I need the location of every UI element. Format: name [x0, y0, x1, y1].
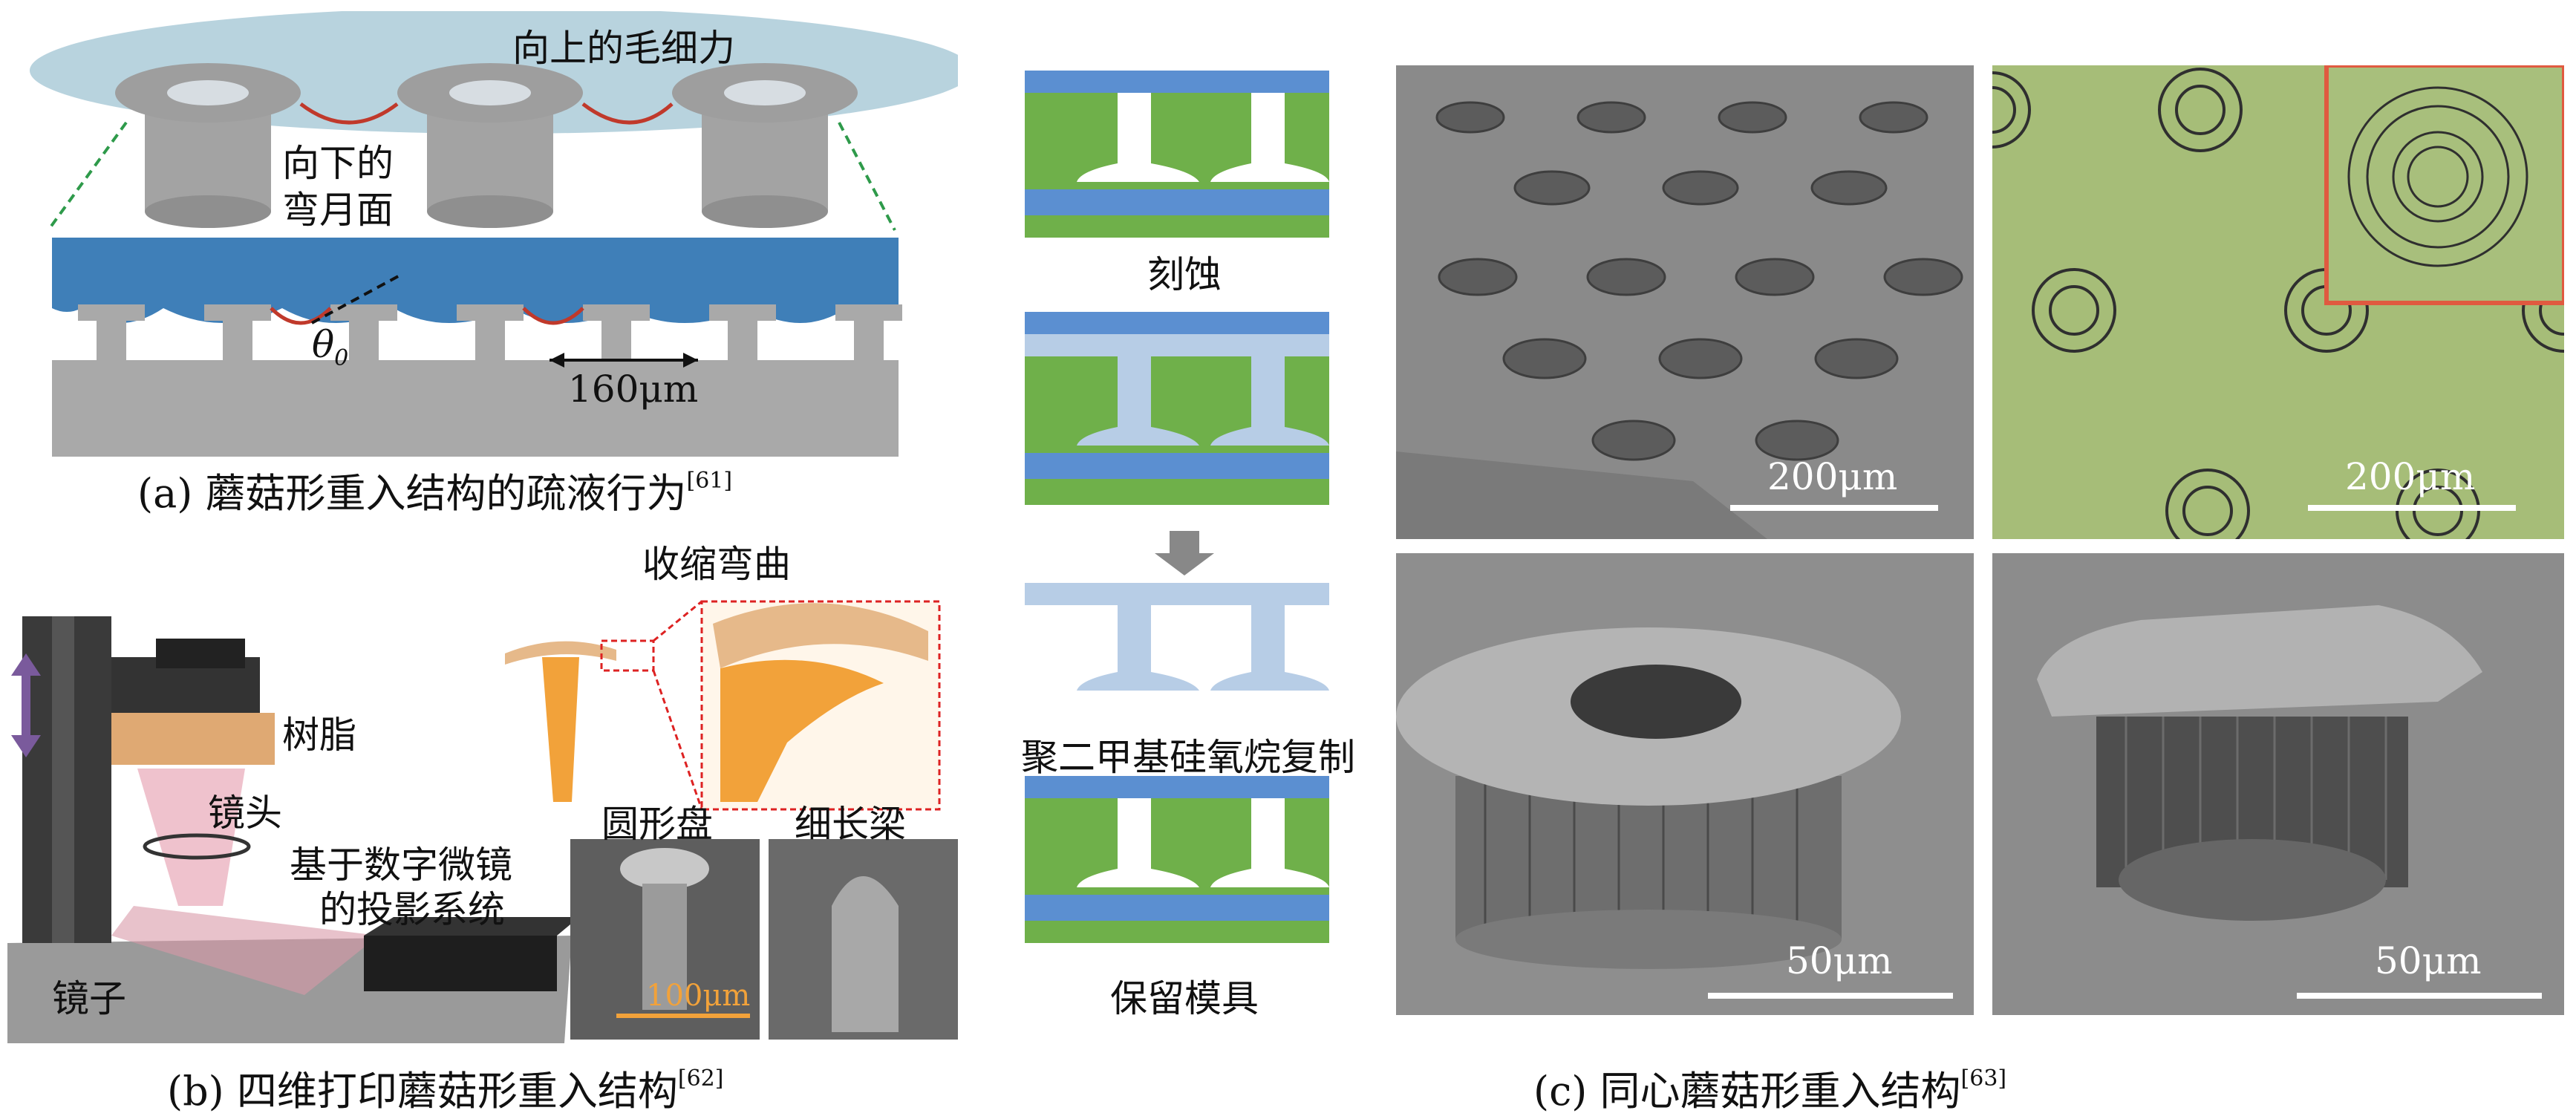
panel-c-process: 刻蚀 聚二甲基硅氧烷复制 保留模具 — [1021, 63, 1385, 1028]
pillar-3d-3 — [672, 63, 858, 228]
panel-a: 向上的毛细力 向下的 弯月面 θ0 160μm — [15, 11, 958, 457]
label-meniscus-1: 向下的 — [282, 134, 394, 187]
pillar-3d-1 — [115, 63, 301, 228]
process-diagram — [1021, 63, 1385, 1028]
step-etch: 刻蚀 — [1147, 245, 1222, 298]
caption-c: (c) 同心蘑菇形重入结构[63] — [1533, 1058, 2006, 1117]
label-shrink: 收缩弯曲 — [642, 535, 791, 588]
step-keep: 保留模具 — [1110, 969, 1259, 1022]
sem-cross-section: 50μm — [1992, 553, 2564, 1015]
sem-array-tilted: 200μm — [1396, 65, 1974, 539]
step-pdms: 聚二甲基硅氧烷复制 — [1021, 728, 1355, 781]
pillar-3d-2 — [397, 63, 583, 228]
scale-br: 50μm — [2375, 939, 2482, 982]
scale-160: 160μm — [568, 368, 698, 411]
scale-bar-br — [2297, 993, 2542, 999]
panel-a-diagram — [15, 11, 958, 457]
label-resin: 树脂 — [282, 705, 356, 759]
caption-b: (b) 四维打印蘑菇形重入结构[62] — [167, 1058, 723, 1117]
optical-top-view: 200μm — [1992, 65, 2564, 539]
panel-b-diagram — [7, 520, 973, 1047]
scale-bar-tl — [1730, 505, 1938, 511]
label-capillary: 向上的毛细力 — [512, 19, 735, 72]
scale-bar-bl — [1708, 993, 1953, 999]
label-mirror: 镜子 — [52, 969, 126, 1022]
label-meniscus-2: 弯月面 — [282, 180, 394, 234]
scale-bar-tr — [2308, 505, 2516, 511]
scale-tl: 200μm — [1767, 455, 1897, 498]
label-disc: 圆形盘 — [601, 795, 713, 848]
label-theta: θ0 — [312, 323, 348, 371]
label-lens: 镜头 — [208, 783, 282, 837]
scale-bl: 50μm — [1786, 939, 1893, 982]
optical-drawing — [1992, 65, 2564, 539]
scale-tr: 200μm — [2345, 455, 2475, 498]
caption-a: (a) 蘑菇形重入结构的疏液行为[61] — [137, 460, 732, 519]
label-beam: 细长梁 — [795, 795, 906, 848]
sem-single-mushroom: 50μm — [1396, 553, 1974, 1015]
panel-b: 收缩弯曲 树脂 镜头 基于数字微镜 的投影系统 镜子 圆形盘 细长梁 100μm — [7, 520, 973, 1047]
label-dmd-2: 的投影系统 — [319, 880, 505, 933]
scale-100: 100μm — [646, 979, 750, 1013]
